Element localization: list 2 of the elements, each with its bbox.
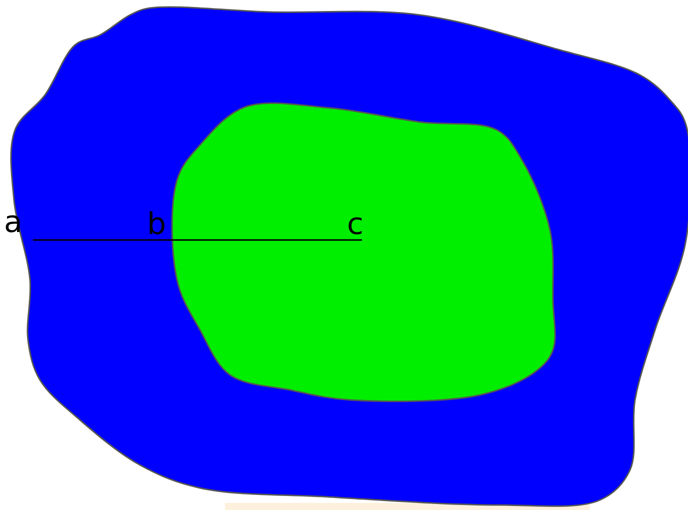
point-label: b xyxy=(147,210,166,240)
point-label: c xyxy=(347,210,364,240)
